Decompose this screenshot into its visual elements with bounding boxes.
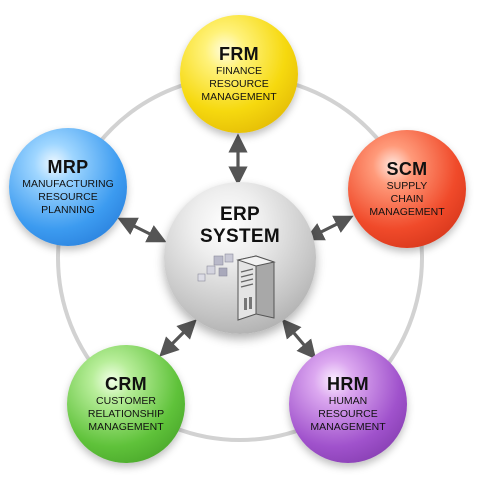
frm-line3: MANAGEMENT <box>201 91 277 103</box>
hrm-node: HRM HUMAN RESOURCE MANAGEMENT <box>289 345 407 463</box>
crm-line3: MANAGEMENT <box>88 421 164 433</box>
mrp-node: MRP MANUFACTURING RESOURCE PLANNING <box>9 128 127 246</box>
crm-line1: CUSTOMER <box>96 395 156 407</box>
mrp-line3: PLANNING <box>41 204 95 216</box>
crm-abbr: CRM <box>105 374 147 394</box>
server-icon <box>197 253 276 321</box>
mrp-line1: MANUFACTURING <box>22 178 114 190</box>
hrm-line1: HUMAN <box>328 395 368 407</box>
hrm-line2: RESOURCE <box>318 408 378 420</box>
hrm-line3: MANAGEMENT <box>310 421 386 433</box>
crm-node: CRM CUSTOMER RELATIONSHIP MANAGEMENT <box>67 345 185 463</box>
scm-line1: SUPPLY <box>386 180 428 192</box>
frm-node: FRM FINANCE RESOURCE MANAGEMENT <box>180 15 298 133</box>
scm-node: SCM SUPPLY CHAIN MANAGEMENT <box>348 130 466 248</box>
scm-connector-arrow <box>304 215 354 241</box>
frm-abbr: FRM <box>219 44 259 64</box>
frm-line2: RESOURCE <box>209 78 269 90</box>
erp-center-node: ERP SYSTEM <box>164 182 316 334</box>
mrp-abbr: MRP <box>47 157 89 177</box>
mrp-line2: RESOURCE <box>38 191 98 203</box>
mrp-connector-arrow <box>117 217 167 243</box>
scm-line2: CHAIN <box>390 193 424 205</box>
scm-abbr: SCM <box>386 159 428 179</box>
erp-title-line2: SYSTEM <box>200 226 280 247</box>
hrm-abbr: HRM <box>327 374 369 394</box>
hrm-connector-arrow <box>281 318 317 360</box>
crm-line2: RELATIONSHIP <box>87 408 165 420</box>
crm-connector-arrow <box>159 319 197 357</box>
frm-line1: FINANCE <box>215 65 263 77</box>
scm-line3: MANAGEMENT <box>369 206 445 218</box>
erp-title-line1: ERP <box>220 204 260 225</box>
